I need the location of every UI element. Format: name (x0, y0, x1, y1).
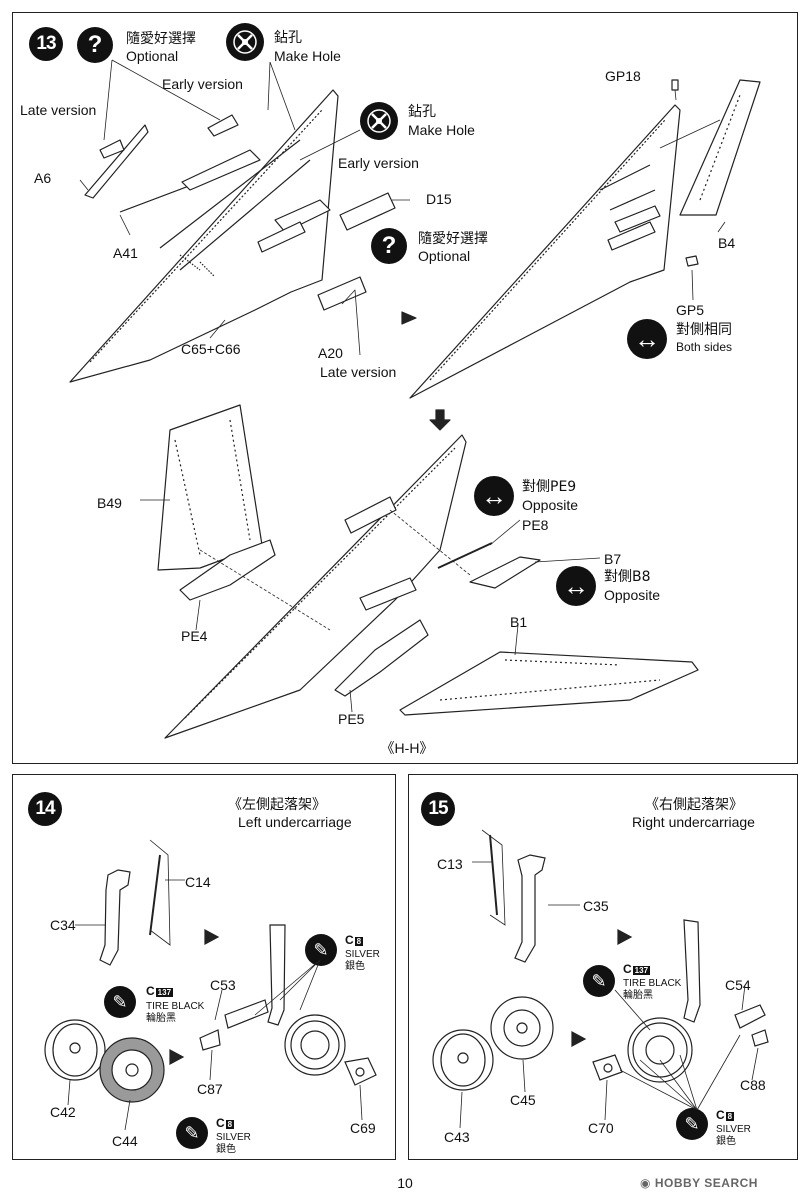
part-c87-label: C87 (197, 1081, 223, 1097)
part-c88-label: C88 (740, 1077, 766, 1093)
watermark-logo-icon: ◉ (640, 1176, 655, 1190)
step14-number: 14 (28, 792, 62, 826)
late-version-label-1: Late version (20, 102, 97, 118)
step15-title-en: Right undercarriage (632, 814, 755, 830)
part-b7-label: B7 (604, 551, 622, 567)
opposite-pe9-label-cn: 對側PE9 (522, 479, 577, 495)
paint-silver-en-14b: SILVER (216, 1132, 251, 1143)
part-c13-label: C13 (437, 856, 463, 872)
paint-brush-icon: ✎ (305, 934, 337, 966)
part-gp18-label: GP18 (605, 68, 641, 84)
double-arrow-icon: ↔ (627, 319, 667, 359)
make-hole-label-en-1: Make Hole (274, 48, 341, 64)
part-c42-label: C42 (50, 1104, 76, 1120)
make-hole-label-en-2: Make Hole (408, 122, 475, 138)
section-label: 《H-H》 (380, 740, 434, 756)
paint-brush-icon: ✎ (676, 1108, 708, 1140)
opposite-b8-label-en: Opposite (604, 587, 661, 603)
part-gp5-label: GP5 (676, 302, 705, 318)
step15-title-cn: 《右側起落架》 (645, 797, 743, 813)
paint-silver-en-14a: SILVER (345, 949, 380, 960)
both-sides-label-cn: 對側相同 (676, 322, 732, 338)
optional-label-cn-1: 隨愛好選擇 (126, 31, 196, 47)
paint-silver-en-15: SILVER (716, 1124, 751, 1135)
part-c44-label: C44 (112, 1133, 138, 1149)
part-b4-label: B4 (718, 235, 736, 251)
question-mark-icon: ? (77, 27, 113, 63)
early-version-label-1: Early version (162, 76, 243, 92)
step15-number: 15 (421, 792, 455, 826)
part-c43-label: C43 (444, 1129, 470, 1145)
paint-brush-icon: ✎ (583, 965, 615, 997)
paint-silver-cn-14a: 銀色 (345, 961, 365, 972)
paint-tire-cn-15: 輪胎黑 (623, 990, 653, 1001)
opposite-b8-label-cn: 對側B8 (604, 569, 651, 585)
make-hole-label-cn-2: 鉆孔 (408, 104, 436, 120)
part-d15-label: D15 (426, 191, 452, 207)
double-arrow-icon: ↔ (556, 566, 596, 606)
part-c69-label: C69 (350, 1120, 376, 1136)
step14-title-cn: 《左側起落架》 (228, 797, 326, 813)
step14-title-en: Left undercarriage (238, 814, 352, 830)
part-pe5-label: PE5 (338, 711, 365, 727)
part-b49-label: B49 (97, 495, 122, 511)
opposite-pe9-label-en: Opposite (522, 497, 579, 513)
optional-label-en-1: Optional (126, 48, 179, 64)
paint-brush-icon: ✎ (104, 986, 136, 1018)
step13-panel (12, 12, 798, 764)
paint-tire-cn-14: 輪胎黑 (146, 1013, 176, 1024)
part-c14-label: C14 (185, 874, 211, 890)
part-a6-label: A6 (34, 170, 52, 186)
late-version-label-2: Late version (320, 364, 397, 380)
part-pe4-label: PE4 (181, 628, 208, 644)
optional-label-en-2: Optional (418, 248, 471, 264)
paint-silver-cn-14b: 銀色 (216, 1144, 236, 1155)
part-a41-label: A41 (113, 245, 138, 261)
double-arrow-icon: ↔ (474, 476, 514, 516)
part-c54-label: C54 (725, 977, 751, 993)
part-b1-label: B1 (510, 614, 528, 630)
paint-tire-en-15: TIRE BLACK (623, 978, 682, 989)
paint-silver-cn-15: 銀色 (716, 1136, 736, 1147)
part-c34-label: C34 (50, 917, 76, 933)
paint-tire-en-14: TIRE BLACK (146, 1001, 205, 1012)
part-c53-label: C53 (210, 977, 236, 993)
make-hole-label-cn-1: 鉆孔 (274, 30, 302, 46)
step14-panel (12, 774, 396, 1160)
part-c35-label: C35 (583, 898, 609, 914)
early-version-label-2: Early version (338, 155, 419, 171)
paint-brush-icon: ✎ (176, 1117, 208, 1149)
part-c65c66-label: C65+C66 (181, 341, 241, 357)
page-number: 10 (397, 1175, 413, 1191)
step13-number: 13 (29, 27, 63, 61)
both-sides-label-en: Both sides (676, 340, 733, 354)
watermark: ◉ HOBBY SEARCH (640, 1176, 758, 1190)
part-c70-label: C70 (588, 1120, 614, 1136)
part-c45-label: C45 (510, 1092, 536, 1108)
part-pe8-label: PE8 (522, 517, 549, 533)
question-mark-icon: ? (371, 228, 407, 264)
optional-label-cn-2: 隨愛好選擇 (418, 231, 488, 247)
part-a20-label: A20 (318, 345, 343, 361)
